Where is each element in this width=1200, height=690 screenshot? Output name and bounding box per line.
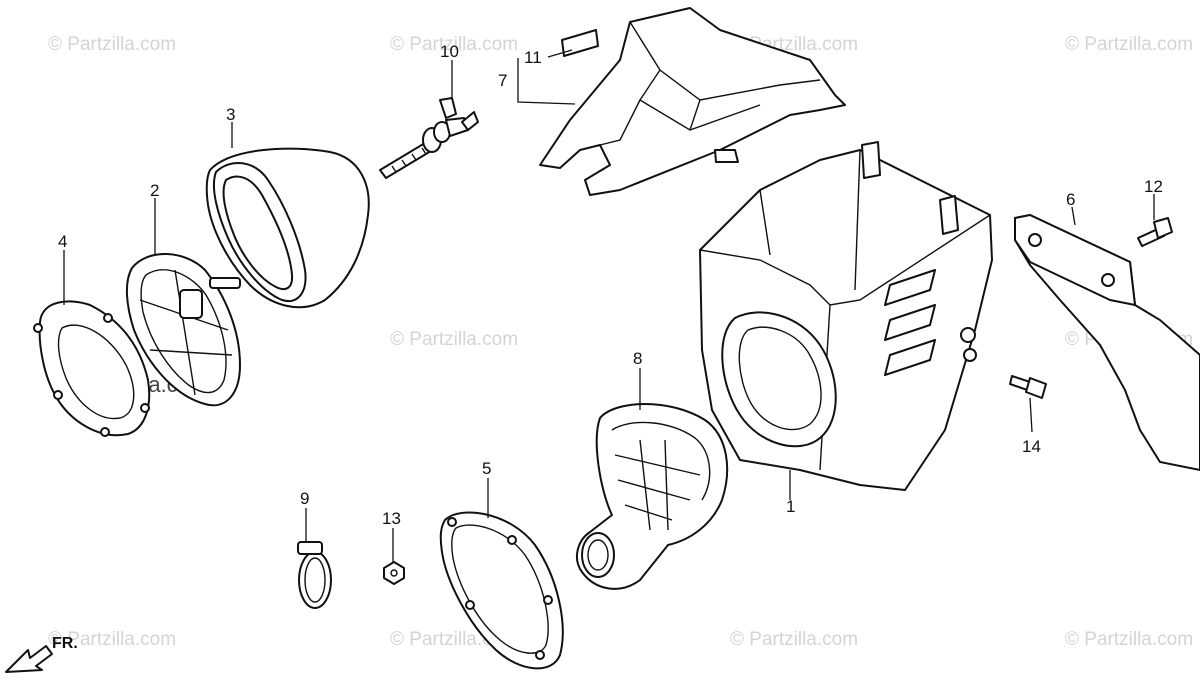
callout-4: 4: [58, 232, 67, 251]
callout-12: 12: [1144, 177, 1163, 196]
part-1-air-cleaner-case: [699, 141, 993, 491]
part-2-filter-cage: [125, 253, 241, 407]
part-3-air-filter: [205, 147, 370, 309]
watermark: © Partzilla.com: [390, 329, 518, 350]
part-6-side-plate: [1014, 213, 1200, 472]
watermark: © Partzilla.com: [390, 34, 518, 55]
callout-labels: 1 2 3 4 5 6 7 8 9 10 11 12 13 14: [58, 42, 1163, 528]
callout-14: 14: [1022, 437, 1041, 456]
leader-lines: [63, 49, 1155, 562]
callout-7: 7: [498, 71, 507, 90]
watermark: © Partzilla.com: [730, 629, 858, 650]
watermark: © Partzilla.com: [48, 629, 176, 650]
callout-2: 2: [150, 181, 159, 200]
part-8-intake-boot: [575, 403, 729, 590]
part-7-air-duct-cover: [539, 7, 846, 196]
callout-8: 8: [633, 349, 642, 368]
front-marker-label: FR.: [52, 635, 78, 652]
callout-9: 9: [300, 489, 309, 508]
callout-1: 1: [786, 497, 795, 516]
callout-5: 5: [482, 459, 491, 478]
watermark: © Partzilla.com: [1065, 34, 1193, 55]
part-13-nut: [383, 561, 405, 585]
callout-11: 11: [524, 48, 542, 67]
part-4-cover-plate: [33, 300, 151, 437]
callout-13: 13: [382, 509, 401, 528]
part-9-clamp: [297, 541, 332, 609]
part-10-wing-bolt: [379, 97, 479, 179]
callout-6: 6: [1066, 190, 1075, 209]
callout-10: 10: [440, 42, 459, 61]
part-14-bolt: [1009, 375, 1047, 399]
part-5-gasket: [439, 511, 564, 670]
front-arrow-icon: [5, 645, 53, 673]
part-12-bolt: [1137, 217, 1173, 247]
watermark: © Partzilla.com: [1065, 629, 1193, 650]
watermark: © Partzilla.com: [48, 34, 176, 55]
callout-3: 3: [226, 105, 235, 124]
